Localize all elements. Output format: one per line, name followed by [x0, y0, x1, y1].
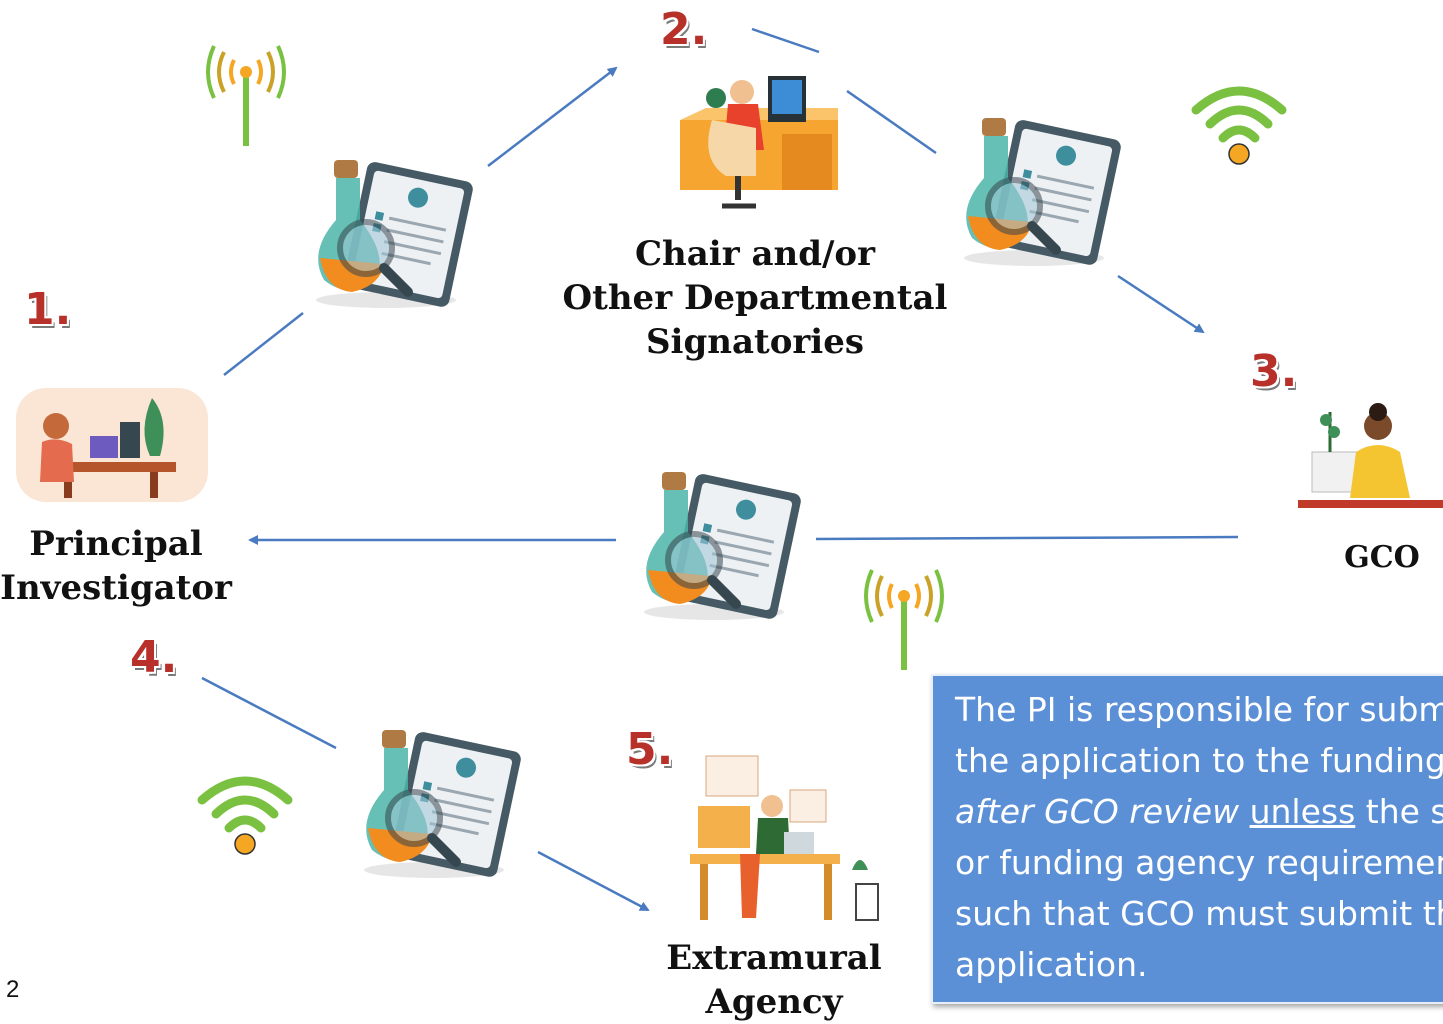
chair-label-line2: Other Departmental: [562, 278, 948, 318]
chair-desk-illustration: [680, 76, 838, 209]
extramural-agency-illustration: [690, 755, 879, 921]
note-line-3: after GCO review unless the system: [955, 786, 1443, 837]
pi-label-line1: Principal: [29, 524, 203, 564]
flow-arrows: [201, 27, 1239, 912]
step-number-5: 5.: [626, 724, 674, 775]
note-line-3-rest: the system: [1365, 792, 1443, 831]
proposal-document-icon: [644, 472, 802, 620]
agency-label: Extramural Agency: [664, 936, 884, 1024]
chair-label: Chair and/or Other Departmental Signator…: [560, 232, 950, 364]
arrow-pi-to-doc: [223, 312, 304, 376]
proposal-document-icon: [316, 160, 474, 308]
step-number-3: 3.: [1250, 346, 1298, 397]
note-line-6: application.: [955, 945, 1148, 984]
arrow-step4-to-doc: [201, 676, 337, 750]
slide-number: 2: [6, 976, 20, 1003]
note-underline: unless: [1249, 792, 1356, 831]
agency-label-line2: Agency: [705, 982, 843, 1022]
wifi-signal-icon: [1196, 91, 1282, 164]
chair-label-line1: Chair and/or: [634, 234, 875, 274]
note-line-1: The PI is responsible for submitting: [955, 690, 1443, 729]
arrow-gco-to-doc: [815, 535, 1239, 541]
step-number-4: 4.: [130, 632, 178, 683]
step-number-1: 1.: [24, 284, 72, 335]
note-line-2: the application to the funding agency: [955, 741, 1443, 780]
pi-label: Principal Investigator: [0, 522, 232, 610]
note-line-5: such that GCO must submit the: [955, 894, 1443, 933]
chair-label-line3: Signatories: [646, 322, 864, 362]
note-emphasis: after GCO review: [955, 792, 1240, 831]
gco-label: GCO: [1344, 540, 1420, 575]
note-line-4: or funding agency requirements are: [955, 843, 1443, 882]
antenna-signal-icon: [866, 570, 942, 670]
agency-label-line1: Extramural: [666, 938, 882, 978]
wifi-signal-icon: [202, 781, 288, 854]
arrow-chair-to-doc: [846, 89, 937, 155]
note-callout: The PI is responsible for submitting the…: [931, 674, 1443, 1004]
gco-illustration: [1298, 403, 1443, 508]
principal-investigator-illustration: [16, 388, 208, 502]
arrow-doc-to-agency: [537, 850, 650, 912]
proposal-document-icon: [964, 118, 1122, 266]
arrow-chair-top: [751, 27, 820, 54]
arrow-doc-to-gco: [1117, 274, 1205, 334]
arrow-doc-to-chair: [487, 66, 618, 167]
pi-label-line2: Investigator: [0, 568, 232, 608]
proposal-document-icon: [364, 730, 522, 878]
step-number-2: 2.: [660, 4, 708, 55]
antenna-signal-icon: [208, 46, 284, 146]
